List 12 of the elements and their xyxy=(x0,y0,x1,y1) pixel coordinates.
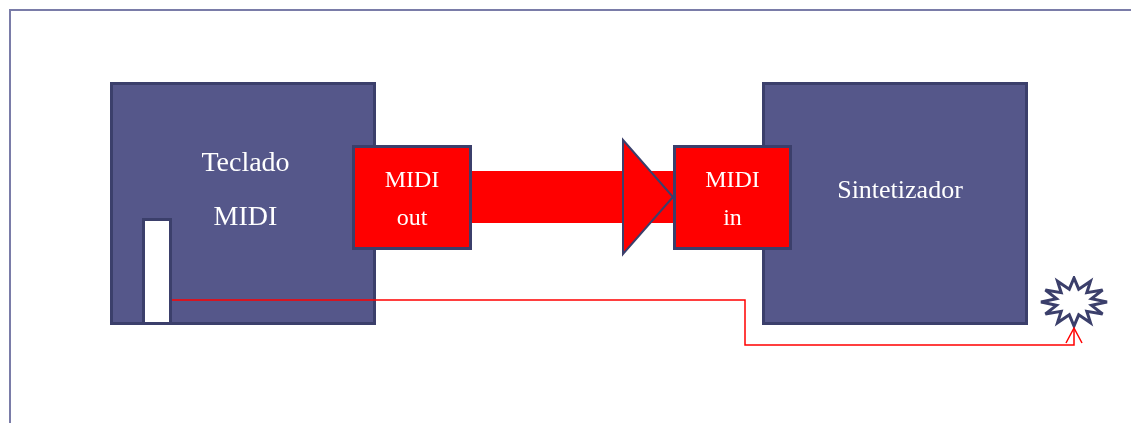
piano-key xyxy=(142,218,172,325)
block-arrow xyxy=(472,139,674,255)
arrow xyxy=(171,299,1083,346)
node-label: Sintetizador xyxy=(836,175,964,205)
burst-shape xyxy=(1038,276,1110,328)
node-label: Teclado MIDI xyxy=(200,145,291,233)
port-box xyxy=(352,145,472,250)
node-label: MIDI out xyxy=(383,164,441,232)
device-box xyxy=(110,82,376,325)
node-label: MIDI in xyxy=(704,164,761,232)
device-box xyxy=(762,82,1028,325)
port-box xyxy=(673,145,792,250)
